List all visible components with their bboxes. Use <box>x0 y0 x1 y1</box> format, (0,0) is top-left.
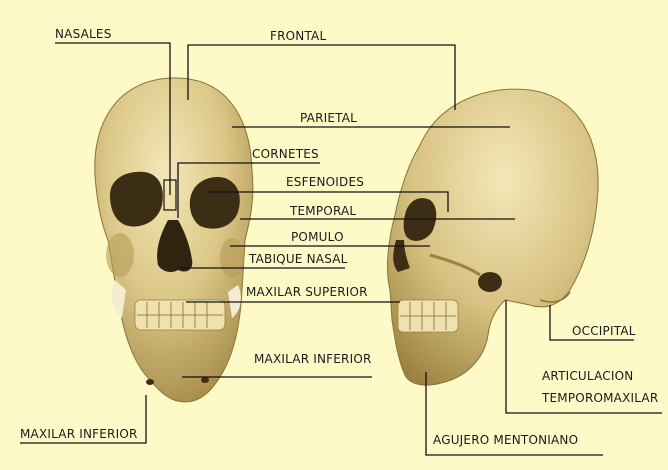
side-ear-hole <box>478 272 502 292</box>
label-maxilar-superior: MAXILAR SUPERIOR <box>246 285 368 299</box>
label-articulacion-line1: ARTICULACION <box>542 369 633 383</box>
front-right-eye-socket <box>190 177 240 229</box>
front-skull <box>95 78 253 402</box>
label-articulacion-line2: TEMPOROMAXILAR <box>542 391 658 405</box>
label-maxilar-inferior-center: MAXILAR INFERIOR <box>254 352 372 366</box>
label-cornetes: CORNETES <box>252 147 319 161</box>
label-maxilar-inferior-left: MAXILAR INFERIOR <box>20 427 138 441</box>
side-skull <box>388 89 599 385</box>
label-frontal: FRONTAL <box>270 29 326 43</box>
label-occipital: OCCIPITAL <box>572 324 636 338</box>
front-teeth <box>135 300 225 330</box>
label-nasales: NASALES <box>55 27 112 41</box>
label-agujero-mentoniano: AGUJERO MENTONIANO <box>433 433 578 447</box>
label-temporal: TEMPORAL <box>290 204 356 218</box>
label-pomulo: POMULO <box>291 230 344 244</box>
label-esfenoides: ESFENOIDES <box>286 175 364 189</box>
label-parietal: PARIETAL <box>300 111 357 125</box>
side-teeth <box>398 300 458 332</box>
label-tabique-nasal: TABIQUE NASAL <box>249 252 348 266</box>
